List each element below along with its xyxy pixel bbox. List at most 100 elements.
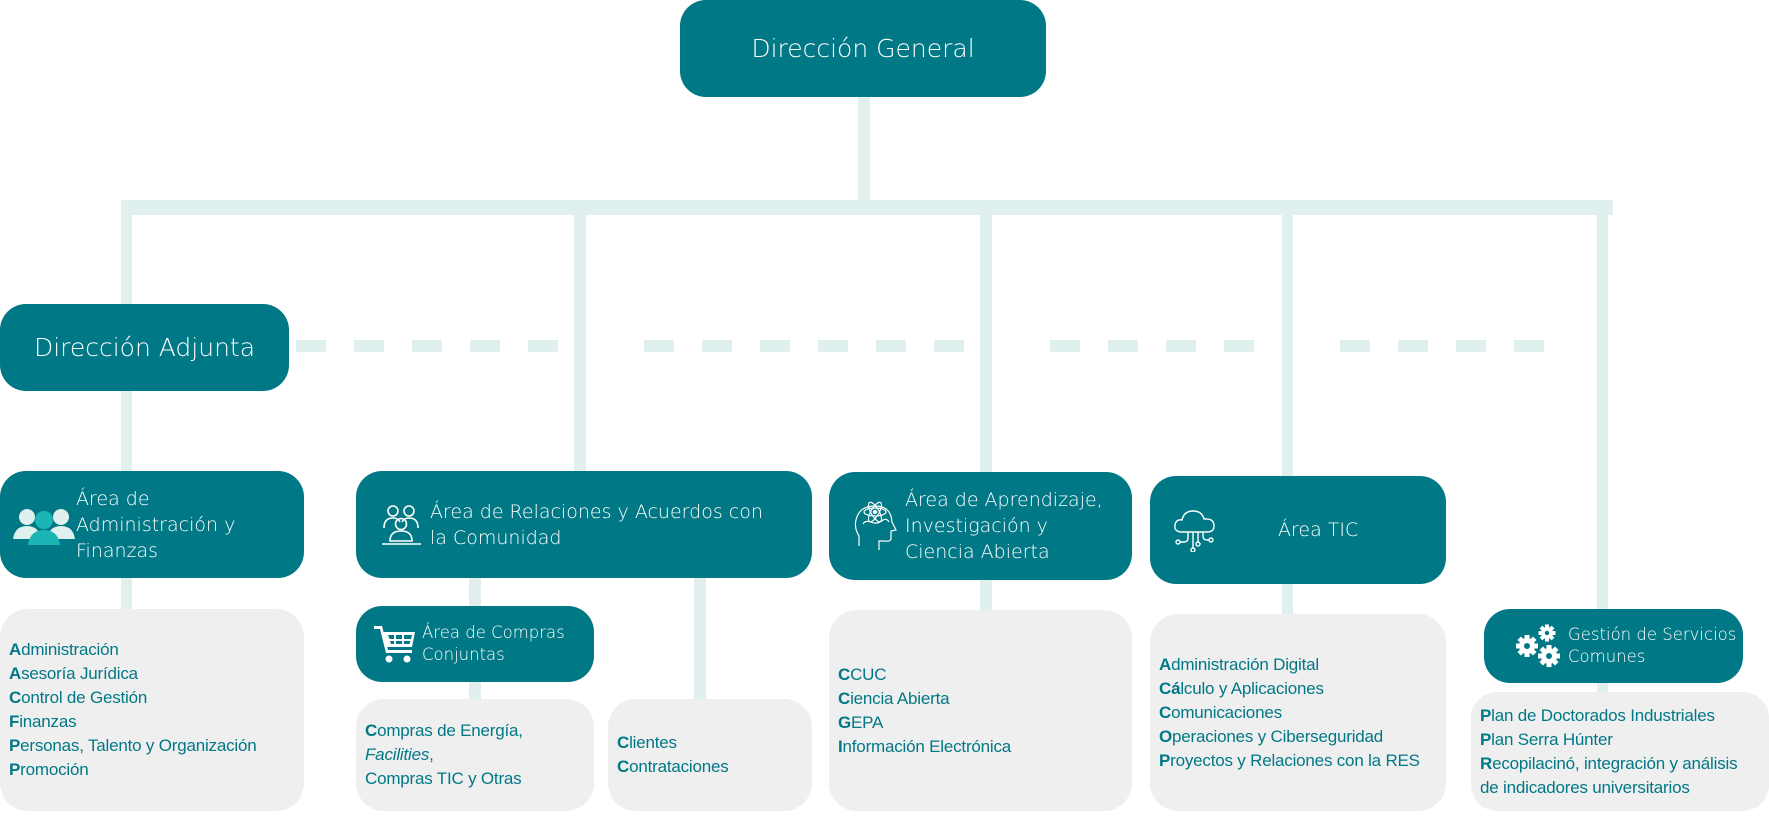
- unit-initial: C: [838, 664, 851, 684]
- community-icon: [374, 504, 430, 546]
- area-tic-box[interactable]: Área TIC: [1150, 476, 1446, 584]
- dash-segment: [528, 340, 558, 352]
- unit-item: Promoción: [9, 758, 304, 782]
- area-relaciones-label: Área de Relaciones y Acuerdos con la Com…: [430, 500, 763, 549]
- unit-initial: C: [1159, 702, 1172, 722]
- unit-item: Finanzas: [9, 710, 304, 734]
- connector-branch-relaciones: [574, 200, 586, 471]
- unit-text: Facilities: [365, 745, 430, 764]
- area-tic-label: Área TIC: [1278, 519, 1359, 541]
- unit-initial: A: [9, 640, 22, 659]
- unit-text: peraciones y Ciberseguridad: [1172, 726, 1384, 746]
- connector-horizontal-bar: [125, 200, 1613, 215]
- unit-initial: P: [1480, 729, 1492, 749]
- dash-segment: [1398, 340, 1428, 352]
- unit-text: lculo y Aplicaciones: [1180, 678, 1324, 698]
- area-admin-box[interactable]: Área de Administración y Finanzas: [0, 471, 304, 578]
- dash-segment: [876, 340, 906, 352]
- unit-text: nformación Electrónica: [842, 736, 1012, 756]
- unit-text: de indicadores universitarios: [1480, 777, 1690, 797]
- unit-text: royectos y Relaciones con la RES: [1170, 750, 1420, 770]
- people-group-icon: [12, 505, 76, 545]
- direccion-general-label: Dirección General: [751, 33, 975, 63]
- area-aprendizaje-label: Área de Aprendizaje, Investigación y Cie…: [905, 489, 1103, 563]
- unit-item: Plan Serra Húnter: [1480, 728, 1769, 752]
- dash-segment: [412, 340, 442, 352]
- unit-item: Operaciones y Ciberseguridad: [1159, 725, 1446, 749]
- dash-segment: [818, 340, 848, 352]
- dash-segment: [1340, 340, 1370, 352]
- unit-item: Proyectos y Relaciones con la RES: [1159, 749, 1446, 773]
- unit-initial: C: [365, 721, 378, 740]
- dash-segment: [1514, 340, 1544, 352]
- unit-initial: P: [1159, 750, 1171, 770]
- dash-segment: [1456, 340, 1486, 352]
- connector-gestion-list: [1597, 683, 1608, 693]
- dash-segment: [1108, 340, 1138, 352]
- unit-initial: R: [1480, 753, 1493, 773]
- unit-text: ontrol de Gestión: [21, 688, 148, 707]
- connector-branch-admin: [121, 200, 132, 609]
- cloud-network-icon: [1172, 508, 1252, 552]
- unit-initial: G: [838, 712, 852, 732]
- shopping-cart-icon: [374, 624, 422, 664]
- unit-item: Compras TIC y Otras: [365, 767, 594, 791]
- dash-segment: [296, 340, 326, 352]
- unit-text: Compras TIC y Otras: [365, 769, 522, 788]
- unit-item: Recopilacinó, integración y análisis: [1480, 752, 1769, 776]
- dash-segment: [470, 340, 500, 352]
- unit-item: Facilities,: [365, 743, 594, 767]
- connector-top-vertical: [858, 97, 870, 205]
- unit-item: Administración Digital: [1159, 653, 1446, 677]
- unit-item: CCUC: [838, 663, 1132, 687]
- dash-segment: [1050, 340, 1080, 352]
- unit-initial: I: [838, 736, 843, 756]
- unit-text: omunicaciones: [1171, 702, 1282, 722]
- area-aprendizaje-box[interactable]: Área de Aprendizaje, Investigación y Cie…: [829, 472, 1132, 580]
- unit-item: Control de Gestión: [9, 686, 304, 710]
- unit-item: GEPA: [838, 711, 1132, 735]
- unit-item: Asesoría Jurídica: [9, 662, 304, 686]
- dash-segment: [934, 340, 964, 352]
- unit-item: Administración: [9, 638, 304, 662]
- unit-suffix: ,: [429, 745, 434, 764]
- dash-segment: [644, 340, 674, 352]
- unit-initial: A: [9, 664, 22, 683]
- area-relaciones-box[interactable]: Área de Relaciones y Acuerdos con la Com…: [356, 471, 812, 578]
- unit-initial: O: [1159, 726, 1173, 746]
- unit-initial: A: [1159, 654, 1172, 674]
- unit-item: Contrataciones: [617, 755, 812, 779]
- unit-item: Personas, Talento y Organización: [9, 734, 304, 758]
- unit-text: lan Serra Húnter: [1491, 729, 1613, 749]
- unit-item: Compras de Energía,: [365, 719, 594, 743]
- area-admin-label: Área de Administración y Finanzas: [76, 487, 236, 562]
- unit-text: lientes: [629, 733, 677, 752]
- area-compras-label: Área de Compras Conjuntas: [422, 623, 565, 664]
- unit-initial: C: [617, 757, 630, 776]
- unit-text: dministración: [21, 640, 119, 659]
- connector-branch-gestion: [1597, 200, 1608, 609]
- gears-icon: [1516, 624, 1568, 668]
- unit-initial: P: [9, 760, 21, 779]
- unit-text: CUC: [850, 664, 887, 684]
- unit-text: iencia Abierta: [850, 688, 950, 708]
- connector-clientes: [694, 578, 706, 699]
- unit-item: Cálculo y Aplicaciones: [1159, 677, 1446, 701]
- unit-text: lan de Doctorados Industriales: [1491, 705, 1715, 725]
- direccion-general-box[interactable]: Dirección General: [680, 0, 1046, 97]
- gestion-servicios-box[interactable]: Gestión de Servicios Comunes: [1484, 609, 1743, 683]
- unit-text: ontrataciones: [629, 757, 729, 776]
- unit-text: ompras de Energía,: [377, 721, 523, 740]
- unit-text: romoción: [20, 760, 89, 779]
- unit-item: Clientes: [617, 731, 812, 755]
- direccion-adjunta-box[interactable]: Dirección Adjunta: [0, 304, 289, 391]
- unit-initial: P: [9, 736, 21, 755]
- area-compras-box[interactable]: Área de Compras Conjuntas: [356, 606, 594, 682]
- unit-initial: C: [617, 733, 630, 752]
- unit-text: inanzas: [19, 712, 77, 731]
- dash-segment: [1166, 340, 1196, 352]
